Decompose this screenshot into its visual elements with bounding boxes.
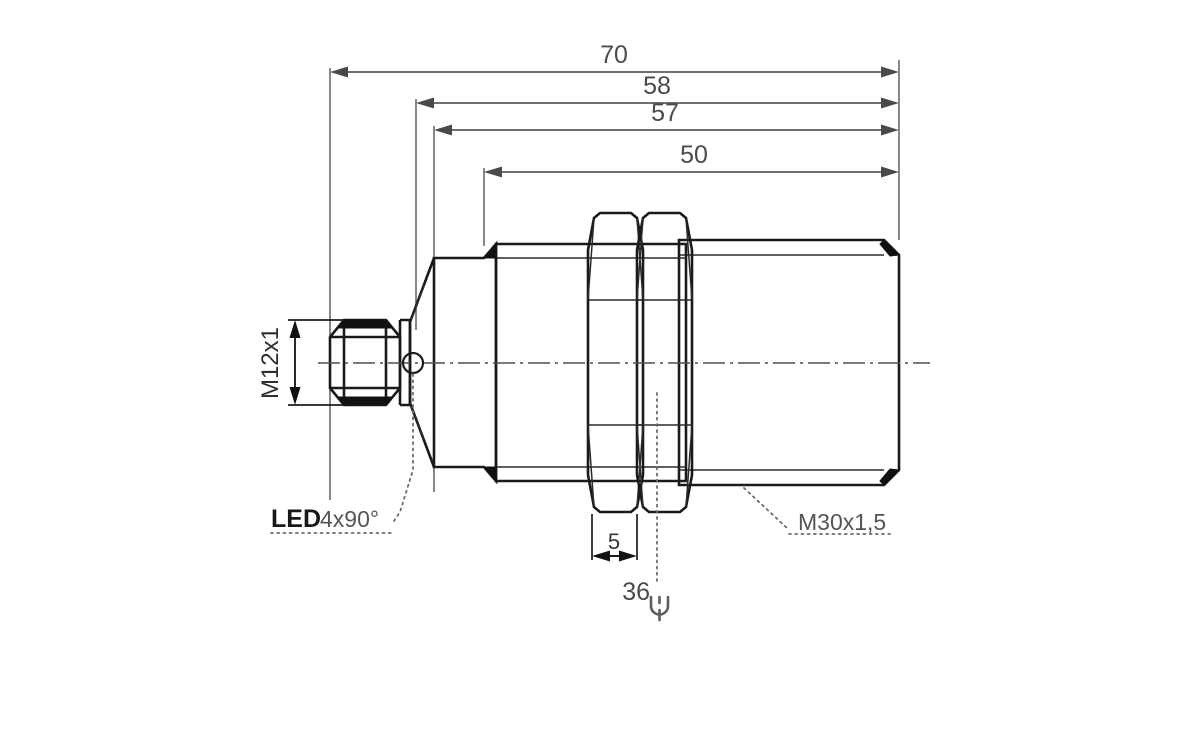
dimension-57-arrow-right — [881, 124, 899, 136]
led-callout-label-normal: 4x90° — [320, 506, 379, 532]
led-callout-label-bold: LED — [271, 505, 321, 533]
m12-dimension-value: M12x1 — [257, 327, 284, 399]
thread-callout-leader — [743, 487, 788, 529]
hex-nut-2-facet-bot-right — [685, 424, 693, 508]
dimension-50: 50 — [483, 141, 899, 246]
dimension-50-arrow-left — [484, 166, 502, 178]
thread-callout-label: M30x1,5 — [798, 509, 886, 535]
dimension-70-arrow-right — [881, 66, 899, 78]
hex-nut-2-facet-top-right — [685, 217, 693, 301]
wrench-size-value: 36 — [622, 578, 650, 606]
front-taper-inner-bottom — [409, 402, 425, 441]
front-step-chamfer-top — [482, 242, 497, 259]
m12-arrow-bottom — [289, 387, 301, 405]
led-indicator-circle — [401, 351, 425, 375]
m12-chamfer-top — [337, 319, 393, 329]
dimension-5-value: 5 — [608, 529, 620, 554]
hex-nut-pair — [586, 211, 694, 514]
m12-chamfer-bottom — [337, 396, 393, 406]
dimension-50-arrow-right — [881, 166, 899, 178]
hex-nut-1-facet-top-left — [587, 217, 595, 301]
dimension-70-value: 70 — [600, 41, 628, 69]
thread-callout: M30x1,5 — [743, 487, 895, 535]
sensor-rear-barrel — [677, 238, 901, 487]
wrench-callout: 36 — [622, 392, 670, 622]
rear-barrel-chamfer-bottom — [879, 468, 901, 486]
dimension-58-value: 58 — [643, 72, 671, 100]
dimension-58-arrow-right — [881, 97, 899, 109]
dimension-58-arrow-left — [416, 97, 434, 109]
front-taper-inner-top — [409, 284, 425, 323]
dimension-70: 70 — [329, 41, 899, 500]
hex-nut-1-facet-bot-left — [587, 424, 595, 508]
open-end-wrench-icon — [649, 595, 670, 622]
front-step-chamfer-bottom — [482, 466, 497, 483]
dimension-5-arrow-left — [592, 550, 610, 562]
led-indicator — [401, 351, 425, 375]
hex-nut-2-facet-top-left — [636, 217, 644, 301]
dimension-57-value: 57 — [651, 99, 679, 127]
led-callout: LED 4x90° — [270, 373, 414, 534]
dimension-57: 57 — [433, 99, 899, 492]
dimension-70-arrow-left — [330, 66, 348, 78]
dimension-58: 58 — [415, 72, 899, 330]
dimension-5-arrow-right — [619, 550, 637, 562]
dimension-57-arrow-left — [434, 124, 452, 136]
m12-arrow-top — [289, 320, 301, 338]
dimension-m12x1: M12x1 — [257, 319, 345, 406]
rear-barrel-chamfer-top — [879, 239, 901, 257]
hex-nut-2-facet-bot-left — [636, 424, 644, 508]
dimension-5: 5 — [591, 514, 638, 562]
dimension-50-value: 50 — [680, 141, 708, 169]
led-callout-leader — [391, 373, 414, 525]
